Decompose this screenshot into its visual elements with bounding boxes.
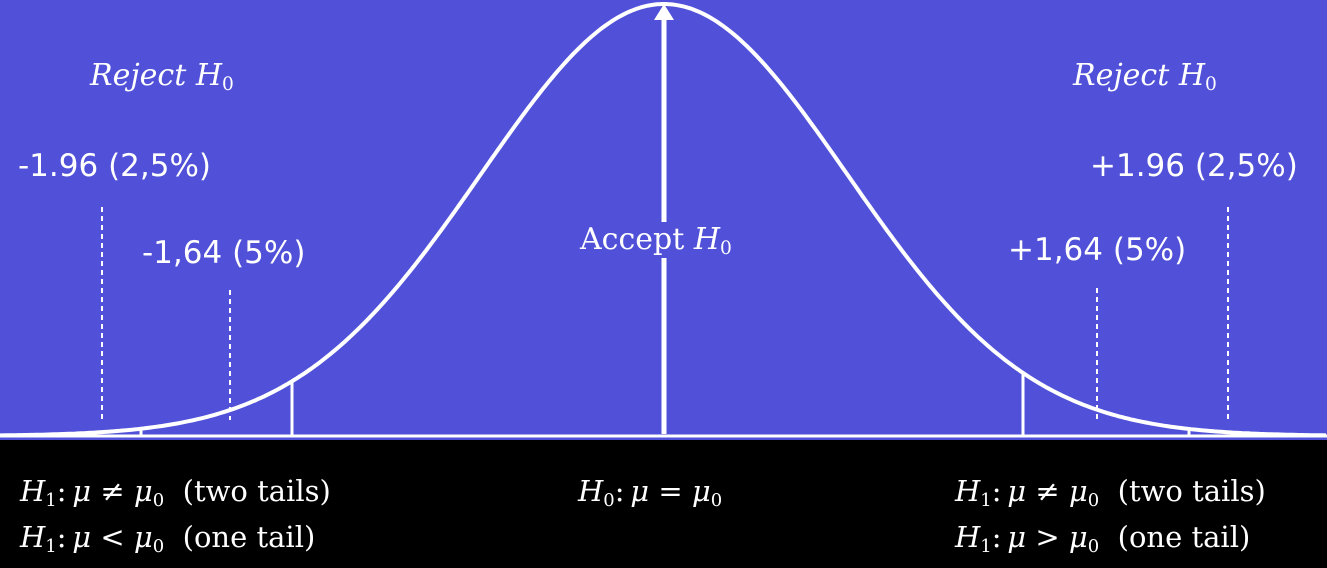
reject-label-right: Reject H0 (1073, 58, 1217, 96)
hypothesis-right-one-tail: H1: μ > μ0 (one tail) (955, 520, 1251, 558)
critical-value-left-two-tail: -1.96 (2,5%) (18, 148, 212, 184)
hypothesis-null: H0: μ = μ0 (578, 474, 723, 512)
mean-arrowhead (654, 4, 674, 20)
reject-label-left: Reject H0 (90, 58, 234, 96)
critical-value-right-one-tail: +1,64 (5%) (1008, 232, 1187, 268)
accept-label: Accept H0 (578, 222, 734, 260)
hypothesis-left-one-tail: H1: μ < μ0 (one tail) (20, 520, 316, 558)
normal-distribution-curve (0, 2, 1327, 438)
hypothesis-right-two-tails: H1: μ ≠ μ0 (two tails) (955, 474, 1266, 512)
hypothesis-left-two-tails: H1: μ ≠ μ0 (two tails) (20, 474, 331, 512)
critical-value-left-one-tail: -1,64 (5%) (142, 235, 306, 271)
critical-value-right-two-tail: +1.96 (2,5%) (1090, 148, 1298, 184)
